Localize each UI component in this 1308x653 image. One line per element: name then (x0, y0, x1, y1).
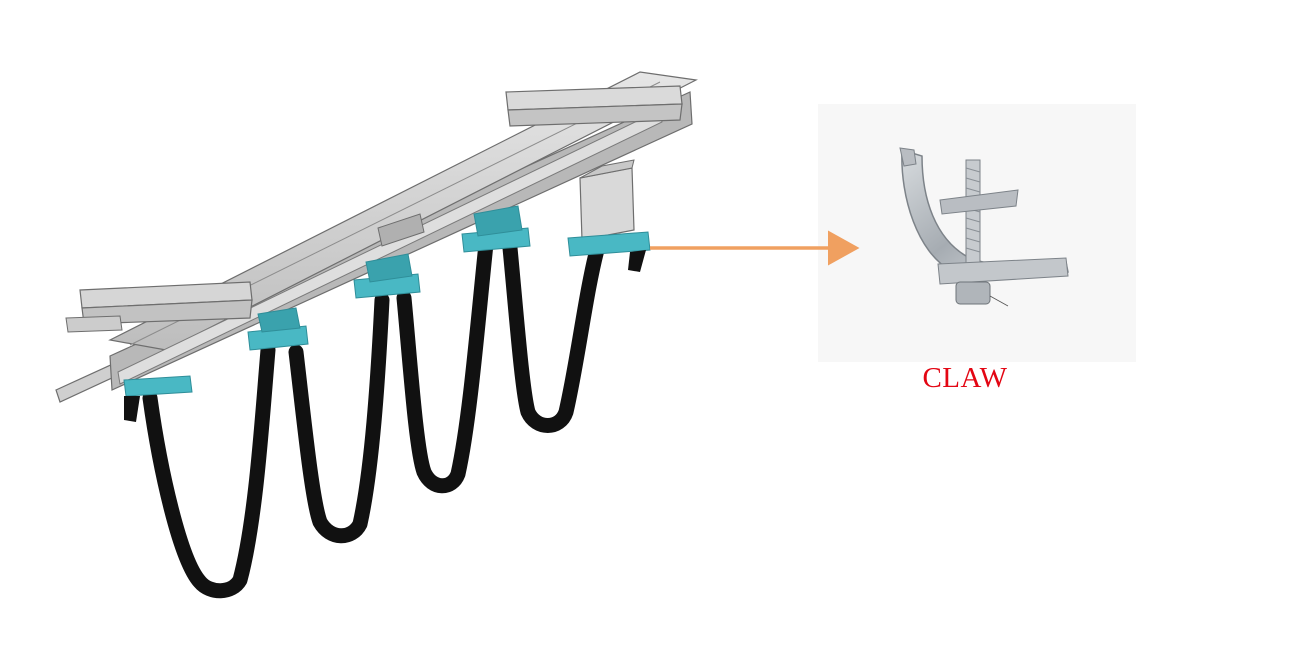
claw-top-plate (939, 189, 1019, 215)
cable-clamp-2 (247, 307, 309, 351)
left-crossbar-end (65, 315, 123, 333)
cable-clamp-4 (461, 205, 531, 253)
rail-coupling (377, 213, 425, 247)
claw-bottom-plate (937, 257, 1069, 285)
claw-tip (899, 147, 917, 167)
end-trolley-top (579, 159, 635, 179)
cable-trolleys (123, 205, 651, 422)
cable-loop-4 (502, 238, 606, 433)
cable-loop-2 (288, 292, 390, 544)
cable-loop-1 (142, 342, 276, 599)
rail-top-flange (108, 71, 698, 351)
claw-nut (955, 281, 991, 305)
claw-caption: CLAW (922, 362, 1008, 394)
rail-channel (117, 109, 663, 385)
end-trolley-body (579, 167, 635, 241)
right-crossbar-face (507, 103, 683, 127)
track-beam (55, 71, 698, 403)
cable-loop-3 (396, 236, 494, 494)
cable-clamp-end (567, 231, 651, 272)
festoon-cable (142, 236, 606, 599)
claw-clamp-icon (899, 147, 1069, 307)
cable-clamp-3 (353, 253, 421, 299)
cable-clamp-1 (123, 375, 193, 422)
